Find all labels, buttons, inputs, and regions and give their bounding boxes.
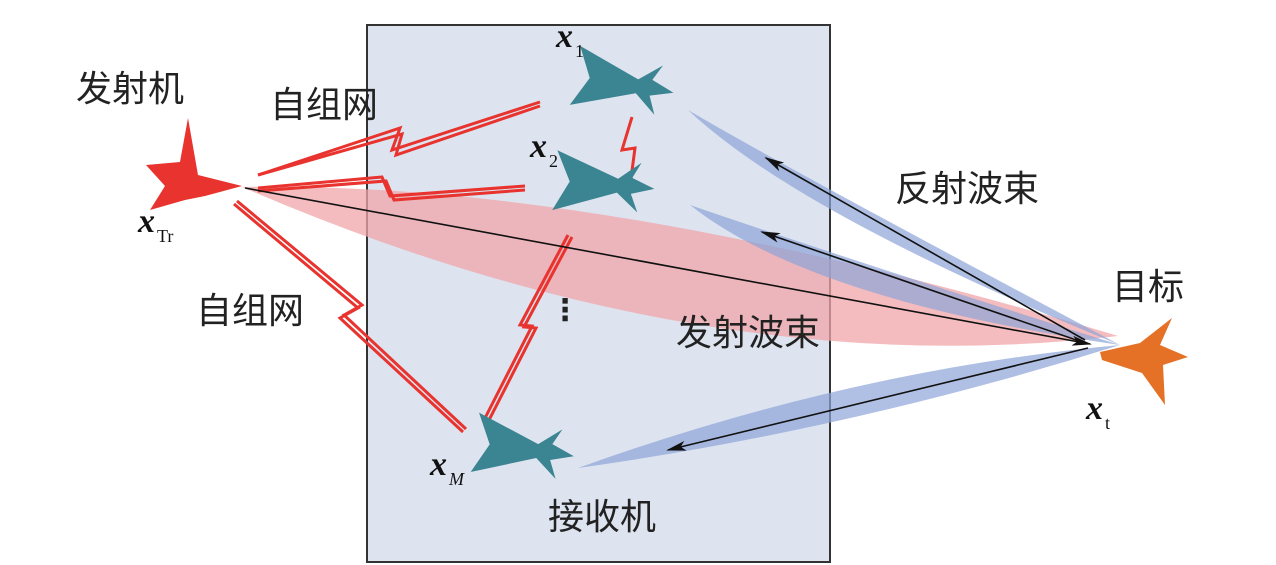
arrow-transmit xyxy=(244,187,1092,346)
star-burst-icon xyxy=(1100,318,1188,405)
adhoc-link-3b xyxy=(236,199,468,431)
receiver-label: 接收机 xyxy=(548,497,657,538)
adhoc-link-4 xyxy=(619,116,637,187)
star-burst-icon xyxy=(146,118,242,210)
transmitter-label: 发射机 xyxy=(76,69,185,110)
adhoc-link-1b xyxy=(257,104,541,177)
adhoc-link-1 xyxy=(257,100,541,177)
adhoc-link-2 xyxy=(257,175,526,198)
adhoc-links xyxy=(233,100,637,434)
ellipsis-label: ⋮ xyxy=(550,293,580,328)
arrow-reflect-m xyxy=(666,347,1089,451)
adhoc-link-2b xyxy=(257,179,526,202)
adhoc-network-label-bottom: 自组网 xyxy=(196,291,305,332)
adhoc-link-5b xyxy=(485,236,574,425)
reflect-beam-label: 反射波束 xyxy=(895,169,1040,210)
transmit-beam xyxy=(242,186,1118,346)
target-label: 目标 xyxy=(1112,267,1185,308)
transmit-beam-label: 发射波束 xyxy=(676,313,821,354)
arrow-reflect-2 xyxy=(760,231,1086,344)
signal-arrows xyxy=(244,157,1092,451)
arrow-reflect-1 xyxy=(764,157,1086,341)
adhoc-network-label-top: 自组网 xyxy=(270,85,379,126)
